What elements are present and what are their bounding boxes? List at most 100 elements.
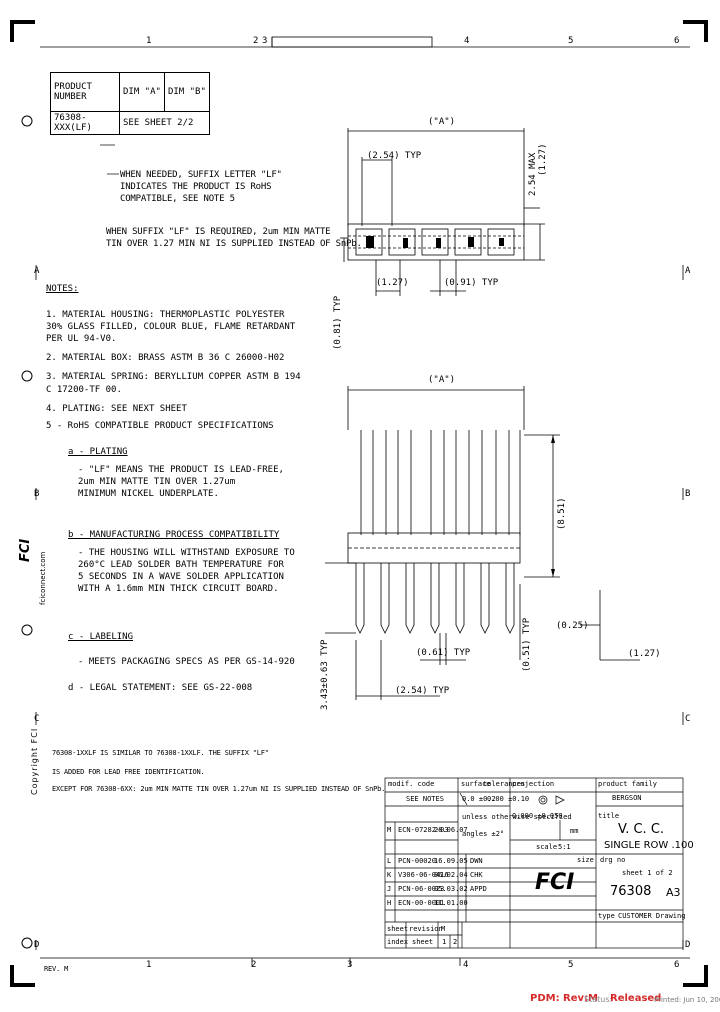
- tb-title-2: SINGLE ROW .100: [604, 840, 694, 851]
- tb-sheet-label: sheet: [412, 938, 434, 946]
- zone-side-d-left: D: [34, 940, 40, 950]
- rev-row-4-date: 05.03.02: [434, 885, 468, 893]
- zone-bottom-5: 5: [568, 960, 574, 970]
- tb-sheet: sheet 1 of 2: [622, 869, 673, 877]
- tb-type-value: CUSTOMER Drawing: [618, 912, 686, 920]
- zone-bottom-4: 4: [463, 960, 469, 970]
- rev-row-2-ecn: PCN-00020: [398, 857, 436, 865]
- dim-mid-a: ("A"): [428, 375, 456, 385]
- tb-part-number: 76308: [610, 884, 652, 899]
- dim-127-side: (1.27): [628, 649, 661, 659]
- zone-top-2: 2: [253, 36, 259, 46]
- zone-side-d-right: D: [685, 940, 691, 950]
- note-b-line-2: 260°C LEAD SOLDER BATH TEMPERATURE FOR: [78, 560, 284, 570]
- tb-tolerances: tolerances: [483, 780, 526, 788]
- tb-title-1: V. C. C.: [618, 822, 665, 837]
- zone-side-c-right: C: [685, 714, 691, 724]
- note-line-2: 30% GLASS FILLED, COLOUR BLUE, FLAME RET…: [46, 322, 296, 332]
- tb-drg-label: drg no: [600, 856, 626, 864]
- tb-product-family-label: product family: [598, 780, 658, 788]
- tb-projection: projection: [512, 780, 555, 788]
- cell-dims: SEE SHEET 2/2: [119, 111, 210, 135]
- tb-family: BERGSON: [612, 794, 642, 802]
- rev-row-1-ecn: ECN-07282-03: [398, 826, 449, 834]
- tb-sheet-2: 2: [453, 938, 458, 946]
- tb-index-row: index: [387, 938, 409, 946]
- zone-top-5: 5: [568, 36, 574, 46]
- footer-pdm: PDM: Rev:M: [530, 993, 599, 1004]
- rev-row-1-letter: M: [387, 826, 392, 834]
- note-line-4: 2. MATERIAL BOX: BRASS ASTM B 36 C 26000…: [46, 353, 285, 363]
- rev-row-5-letter: H: [387, 899, 392, 907]
- tb-dwn: DWN: [470, 857, 483, 865]
- lf-plating-line-2: TIN OVER 1.27 MIN NI IS SUPPLIED INSTEAD…: [106, 239, 362, 249]
- tb-tol-3: 0.000 ±0.050: [512, 812, 563, 820]
- rev-row-3-ecn: V306-06-0416: [398, 871, 449, 879]
- zone-bottom-2: 2: [251, 960, 257, 970]
- zone-top-3: 3: [262, 36, 268, 46]
- note-line-3: PER UL 94-V0.: [46, 334, 117, 344]
- rev-row-1-date: 28.06.07: [434, 826, 468, 834]
- tb-sheet-row: sheet: [387, 925, 409, 933]
- note-line-7: 4. PLATING: SEE NEXT SHEET: [46, 404, 187, 414]
- zone-side-b-right: B: [685, 489, 691, 499]
- zone-top-4: 4: [464, 36, 470, 46]
- rev-row-3-date: 06.02.04: [434, 871, 468, 879]
- tb-surface: surface: [461, 780, 491, 788]
- rev-row-2-letter: L: [387, 857, 392, 865]
- rev-row-5-ecn: ECN-00-0001: [398, 899, 445, 907]
- note-a-line-2: 2um MIN MATTE TIN OVER 1.27um: [78, 477, 236, 487]
- tb-chk: CHK: [470, 871, 483, 879]
- tb-angles: angles ±2°: [462, 830, 505, 838]
- header-dim-b: DIM "B": [163, 72, 210, 112]
- footer-printed: Printed: Jun 10, 2008: [654, 996, 720, 1004]
- dim-pitch-top: (2.54) TYP: [367, 151, 422, 161]
- lf-exception-line: EXCEPT FOR 76308-6XX: 2um MIN MATTE TIN …: [52, 785, 386, 793]
- notes-title: NOTES:: [46, 284, 79, 294]
- tb-size-label: size: [577, 856, 594, 864]
- tb-scale: 5:1: [558, 843, 571, 851]
- rev-row-2-date: 16.09.05: [434, 857, 468, 865]
- zone-bottom-6: 6: [674, 960, 680, 970]
- note-line-8: 5 - RoHS COMPATIBLE PRODUCT SPECIFICATIO…: [46, 421, 274, 431]
- lf-suffix-line-3: COMPATIBLE, SEE NOTE 5: [120, 194, 235, 204]
- cell-part-number: 76308-XXX(LF): [50, 111, 120, 135]
- lf-plating-line-1: WHEN SUFFIX "LF" IS REQUIRED, 2um MIN MA…: [106, 227, 331, 237]
- dim-025: (0.25): [556, 621, 589, 631]
- tb-size: A3: [666, 886, 681, 899]
- note-b-title: b - MANUFACTURING PROCESS COMPATIBILITY: [68, 530, 280, 540]
- note-b-line-1: - THE HOUSING WILL WITHSTAND EXPOSURE TO: [78, 548, 295, 558]
- note-a-line-3: MINIMUM NICKEL UNDERPLATE.: [78, 489, 219, 499]
- note-c-title: c - LABELING: [68, 632, 134, 642]
- rev-row-5-date: 11.01.00: [434, 899, 468, 907]
- note-line-5: 3. MATERIAL SPRING: BERYLLIUM COPPER AST…: [46, 372, 301, 382]
- lf-suffix-line-2: INDICATES THE PRODUCT IS RoHS: [120, 182, 272, 192]
- rev-row-4-letter: J: [387, 885, 392, 893]
- header-dim-a: DIM "A": [119, 72, 165, 112]
- zone-side-c-left: C: [34, 714, 40, 724]
- tb-revision-row: revision: [409, 925, 443, 933]
- dim-061: (0.61) TYP: [416, 648, 471, 658]
- product-number-table: PRODUCT NUMBER DIM "A" DIM "B" 76308-XXX…: [50, 72, 210, 135]
- zone-top-1: 1: [146, 36, 152, 46]
- note-b-line-4: WITH A 1.6mm MIN THICK CIRCUIT BOARD.: [78, 584, 279, 594]
- tb-tol-1: 0.0 ±0.2: [462, 795, 496, 803]
- dim-pitch-bottom: (2.54) TYP: [395, 686, 450, 696]
- zone-side-a-right: A: [685, 266, 691, 276]
- lf-similar-line-1: 76308-1XXLF IS SIMILAR TO 76308-1XXLF. T…: [52, 749, 269, 757]
- tb-tol-2: 0.00 ±0.10: [487, 795, 530, 803]
- revision-label: REV. M: [44, 965, 69, 973]
- zone-bottom-1: 1: [146, 960, 152, 970]
- tb-title-label: title: [598, 812, 620, 820]
- tb-fci-logo: FCI: [535, 870, 575, 895]
- dim-top-a: ("A"): [428, 117, 456, 127]
- footer-status: Released: [610, 993, 662, 1004]
- note-d-title: d - LEGAL STATEMENT: SEE GS-22-008: [68, 683, 253, 693]
- tb-unless: unless otherwise specified: [462, 813, 572, 821]
- tb-unit: mm: [570, 827, 579, 835]
